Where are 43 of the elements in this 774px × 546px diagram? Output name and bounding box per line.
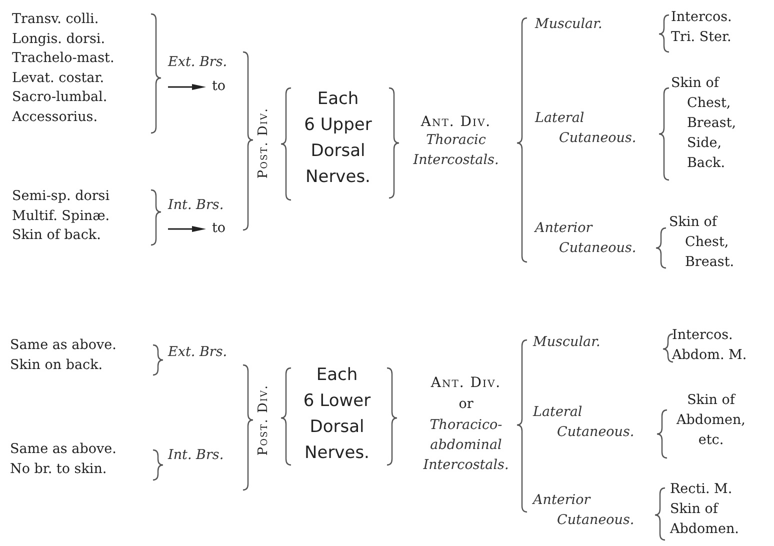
- muscle-label: Same as above.: [10, 336, 116, 355]
- division-label: Ant. Div.: [420, 113, 492, 132]
- target-label: Skin of Chest, Breast.: [669, 213, 734, 272]
- muscle-label: Skin on back.: [10, 356, 103, 375]
- division-label: Post. Div.: [255, 107, 272, 179]
- branch-label: Lateral Cutaneous.: [533, 403, 634, 442]
- muscle-label: Levat. costar.: [12, 68, 104, 88]
- branch-label: Lateral Cutaneous.: [535, 109, 636, 148]
- branch-label: Anterior Cutaneous.: [535, 219, 636, 258]
- muscle-label: Multif. Spinæ.: [12, 206, 110, 226]
- muscle-label: Abdom. M.: [672, 346, 747, 365]
- division-label: Ant. Div.: [430, 374, 502, 393]
- division-label: Post. Div.: [255, 384, 272, 456]
- muscle-label: No br. to skin.: [10, 460, 107, 479]
- muscle-label: Trachelo-mast.: [12, 49, 114, 68]
- nerve-group-label: Each 6 Lower Dorsal Nerves.: [302, 364, 372, 465]
- branch-label: Muscular.: [533, 333, 600, 352]
- branch-label: Int. Brs.: [168, 446, 224, 465]
- muscle-label: Intercos.: [672, 326, 733, 345]
- branch-label: to: [212, 77, 226, 96]
- muscle-label: Skin of back.: [12, 226, 101, 245]
- target-label: Skin of Abdomen, etc.: [675, 391, 746, 450]
- muscle-label: Longis. dorsi.: [12, 30, 106, 48]
- target-label: Skin of Abdomen.: [670, 500, 739, 539]
- target-label: Skin of Chest, Breast, Side, Back.: [671, 74, 736, 173]
- branch-label: to: [212, 219, 226, 238]
- muscle-label: Intercos.: [671, 8, 732, 27]
- muscle-label: Same as above.: [10, 440, 116, 459]
- muscle-label: Sacro-lumbal.: [12, 88, 108, 107]
- branch-label: Anterior Cutaneous.: [533, 491, 634, 530]
- muscle-label: Semi-sp. dorsi: [12, 187, 110, 206]
- branch-label: Muscular.: [535, 15, 602, 34]
- branch-label: Ext. Brs.: [168, 53, 228, 72]
- division-label: Thoracico-abdominal Intercostals.: [422, 416, 510, 475]
- division-label: or: [458, 395, 474, 414]
- branch-label: Ext. Brs.: [168, 343, 228, 362]
- muscle-label: Accessorius.: [12, 108, 98, 126]
- muscle-label: Transv. colli.: [12, 10, 99, 29]
- branch-label: Int. Brs.: [168, 196, 224, 215]
- target-label: Recti. M.: [670, 480, 732, 499]
- division-label: Thoracic Intercostals.: [412, 131, 500, 170]
- nerve-group-label: Each 6 Upper Dorsal Nerves.: [303, 88, 373, 189]
- muscle-label: Tri. Ster.: [671, 28, 732, 47]
